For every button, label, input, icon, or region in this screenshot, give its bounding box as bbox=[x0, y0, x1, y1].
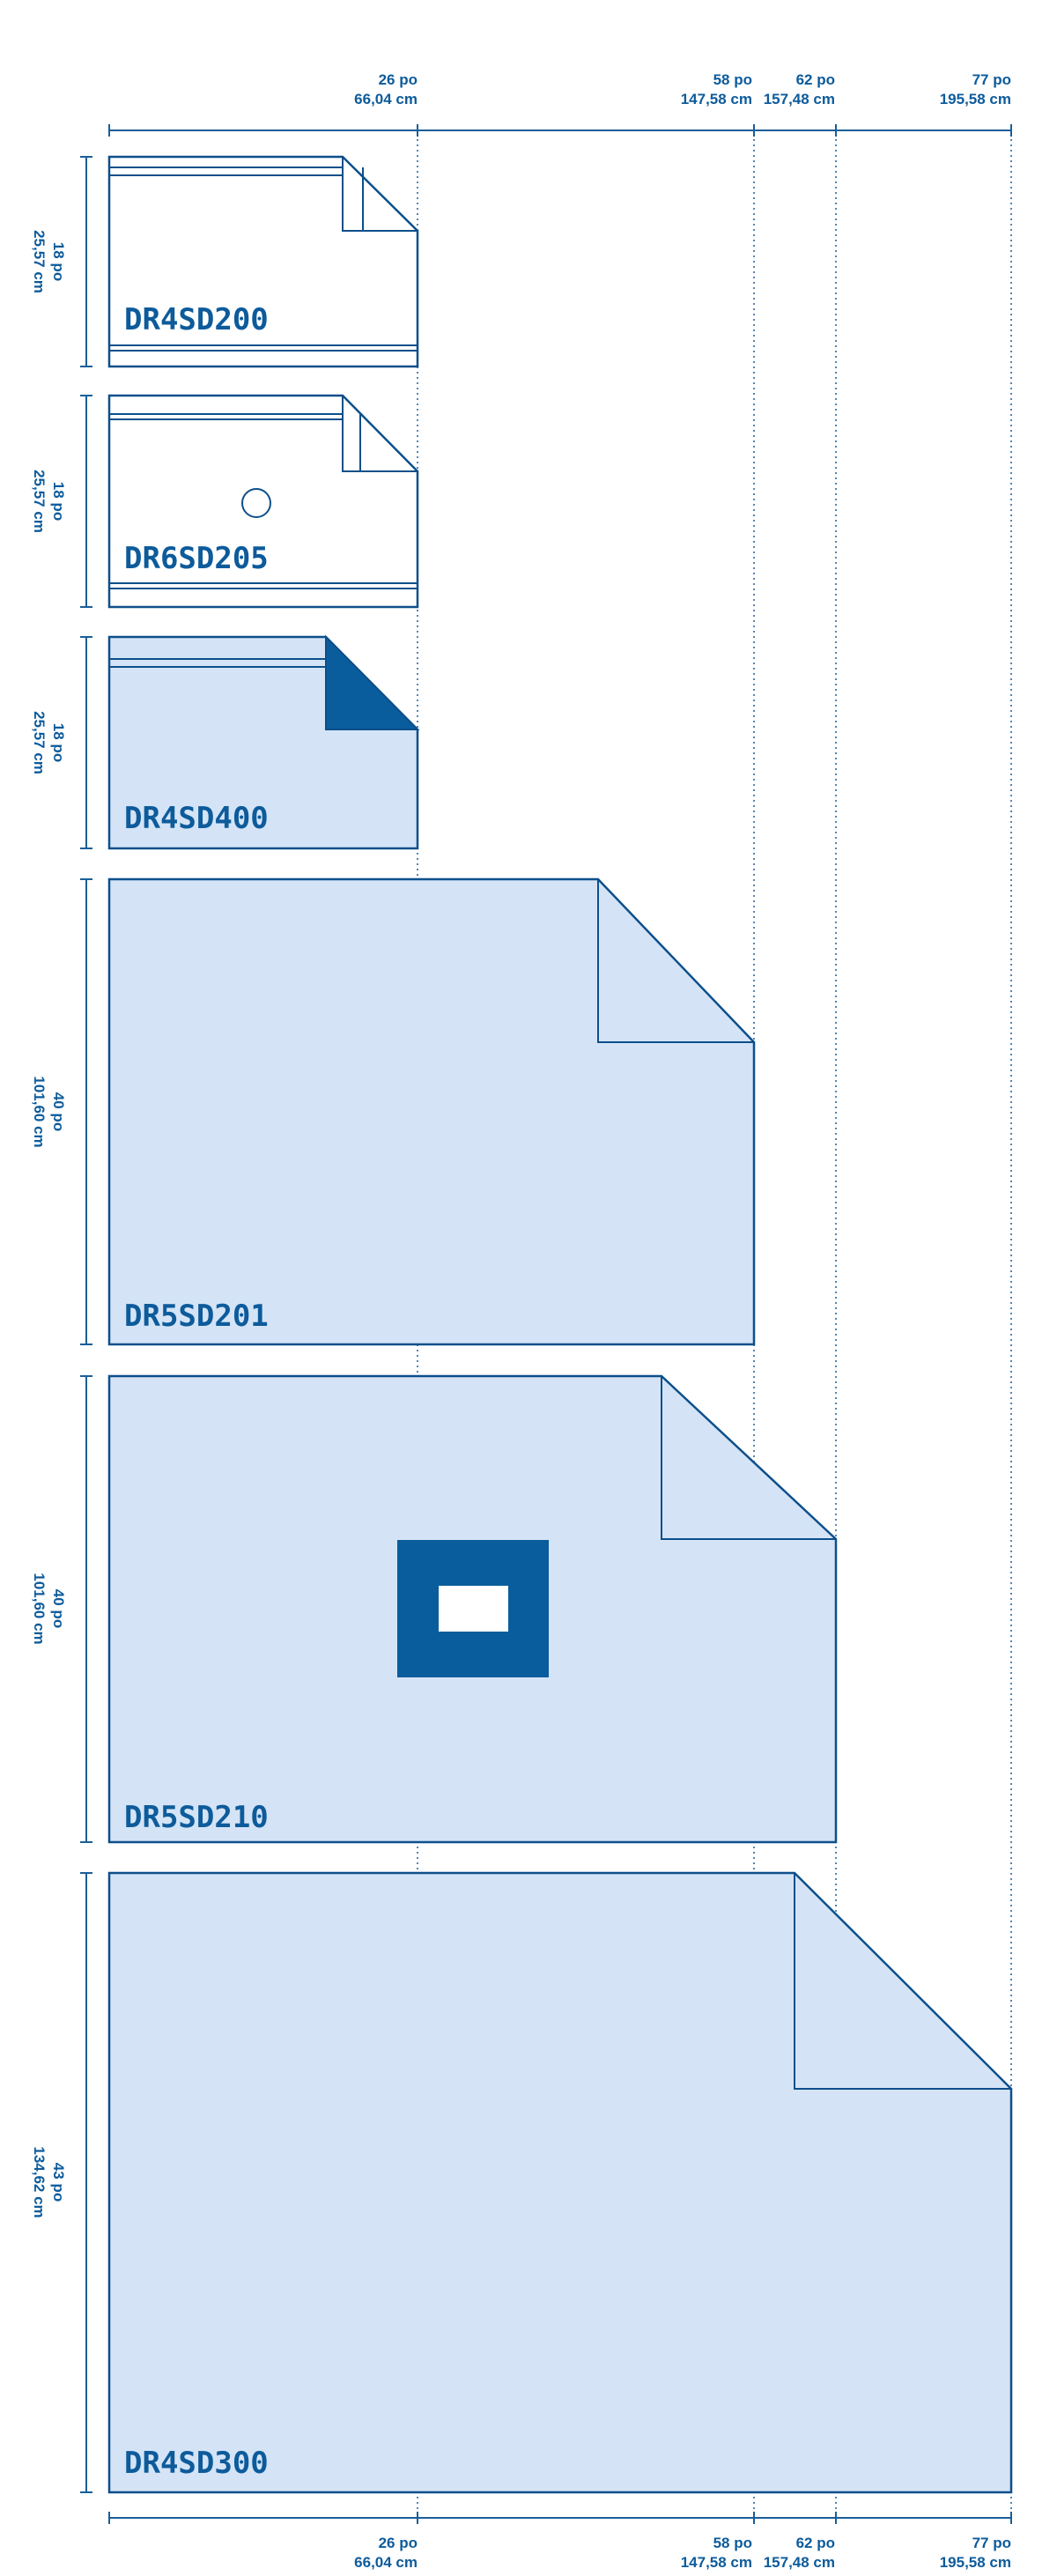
product-code: DR4SD200 bbox=[124, 302, 269, 337]
bottom-tick-26-inches: 26 po bbox=[379, 2535, 418, 2551]
height-bracket-dr5sd201: 40 po 101,60 cm bbox=[31, 878, 92, 1345]
height-label-cm: 134,62 cm bbox=[31, 2146, 48, 2217]
height-bracket-dr4sd300: 43 po 134,62 cm bbox=[31, 1872, 92, 2493]
top-tick-77-inches: 77 po bbox=[972, 71, 1011, 88]
top-tick-26-inches: 26 po bbox=[379, 71, 418, 88]
top-tick-77-cm: 195,58 cm bbox=[940, 91, 1011, 107]
top-tick-26-cm: 66,04 cm bbox=[354, 91, 418, 107]
bottom-tick-26-cm: 66,04 cm bbox=[354, 2554, 418, 2571]
drape-sheet-dr5sd201: DR5SD201 bbox=[107, 877, 756, 1346]
product-code: DR4SD400 bbox=[124, 801, 269, 836]
height-label-inches: 40 po bbox=[50, 1589, 67, 1628]
bottom-tick-62-inches: 62 po bbox=[796, 2535, 835, 2551]
top-ruler: 26 po 66,04 cm 58 po 147,58 cm 62 po 157… bbox=[108, 71, 1012, 137]
height-bracket-dr4sd400: 18 po 25,57 cm bbox=[31, 636, 92, 849]
height-bracket-dr4sd200: 18 po 25,57 cm bbox=[31, 156, 92, 367]
drape-sheet-dr4sd200: DR4SD200 bbox=[107, 155, 419, 368]
product-code: DR5SD210 bbox=[124, 1800, 269, 1835]
bottom-tick-62-cm: 157,48 cm bbox=[764, 2554, 835, 2571]
bottom-tick-77-cm: 195,58 cm bbox=[940, 2554, 1011, 2571]
top-tick-58-cm: 147,58 cm bbox=[681, 91, 752, 107]
height-label-inches: 40 po bbox=[50, 1092, 67, 1131]
bottom-ruler: 26 po 66,04 cm 58 po 147,58 cm 62 po 157… bbox=[108, 2512, 1012, 2571]
top-tick-62-cm: 157,48 cm bbox=[764, 91, 835, 107]
height-label-cm: 101,60 cm bbox=[31, 1573, 48, 1644]
fenestration-window bbox=[439, 1586, 508, 1632]
product-code: DR5SD201 bbox=[124, 1299, 269, 1334]
height-label-cm: 25,57 cm bbox=[31, 230, 48, 293]
product-code: DR4SD300 bbox=[124, 2446, 269, 2481]
height-label-inches: 18 po bbox=[50, 242, 67, 281]
top-tick-62-inches: 62 po bbox=[796, 71, 835, 88]
height-label-cm: 25,57 cm bbox=[31, 470, 48, 533]
height-label-inches: 43 po bbox=[50, 2163, 67, 2202]
height-label-inches: 18 po bbox=[50, 723, 67, 762]
height-label-cm: 25,57 cm bbox=[31, 711, 48, 774]
top-tick-58-inches: 58 po bbox=[713, 71, 752, 88]
height-bracket-dr6sd205: 18 po 25,57 cm bbox=[31, 395, 92, 608]
fenestration-circle bbox=[241, 488, 271, 518]
drape-sheet-dr4sd300: DR4SD300 bbox=[107, 1871, 1013, 2494]
drape-sheet-dr5sd210: DR5SD210 bbox=[107, 1374, 838, 1844]
bottom-tick-58-cm: 147,58 cm bbox=[681, 2554, 752, 2571]
bottom-tick-77-inches: 77 po bbox=[972, 2535, 1011, 2551]
height-label-inches: 18 po bbox=[50, 482, 67, 521]
product-code: DR6SD205 bbox=[124, 541, 269, 576]
drape-sheet-dr4sd400: DR4SD400 bbox=[107, 634, 420, 850]
bottom-tick-58-inches: 58 po bbox=[713, 2535, 752, 2551]
drape-sheet-dr6sd205: DR6SD205 bbox=[107, 394, 419, 609]
folded-corner-dark bbox=[325, 634, 420, 730]
height-bracket-dr5sd210: 40 po 101,60 cm bbox=[31, 1375, 92, 1843]
height-label-cm: 101,60 cm bbox=[31, 1076, 48, 1147]
